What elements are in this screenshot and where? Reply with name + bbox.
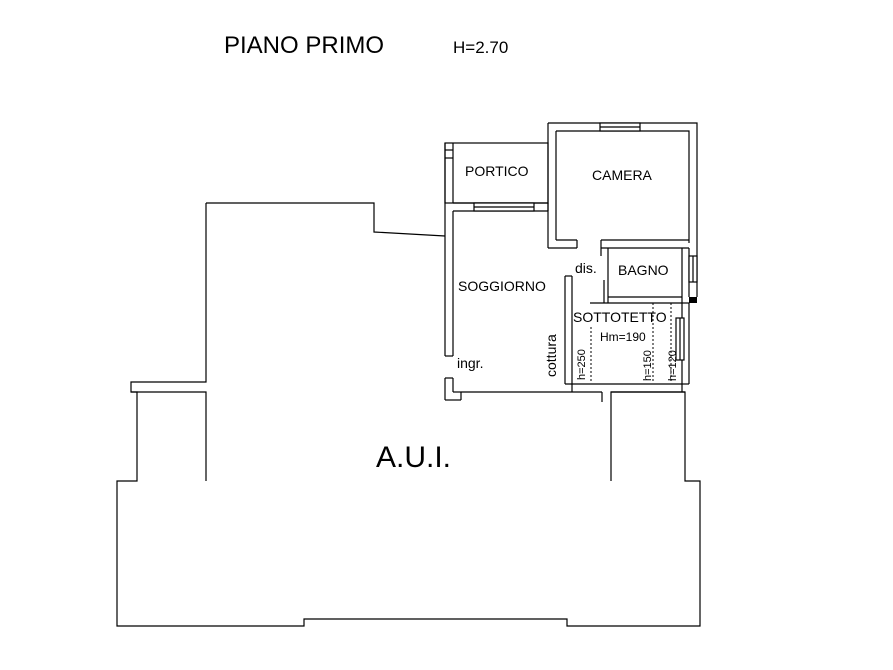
height-label-120: h=120 <box>667 350 679 381</box>
height-label-250: h=250 <box>576 349 588 380</box>
room-sottotetto: SOTTOTETTO <box>573 309 667 325</box>
sottotetto-hm: Hm=190 <box>600 330 646 344</box>
aui-inner-left <box>137 391 207 481</box>
floor-height: H=2.70 <box>453 38 509 57</box>
room-portico: PORTICO <box>465 163 529 179</box>
page-title: PIANO PRIMO <box>224 32 385 59</box>
aui-outline-left <box>116 203 701 627</box>
room-ingr: ingr. <box>457 355 484 371</box>
room-cottura: cottura <box>543 334 559 377</box>
height-label-150: h=150 <box>642 350 654 381</box>
room-camera: CAMERA <box>592 167 652 183</box>
room-soggiorno: SOGGIORNO <box>458 278 546 294</box>
room-bagno: BAGNO <box>618 262 669 278</box>
aui-label: A.U.I. <box>376 441 452 474</box>
aui-outline <box>206 202 446 237</box>
room-dis: dis. <box>575 260 597 276</box>
